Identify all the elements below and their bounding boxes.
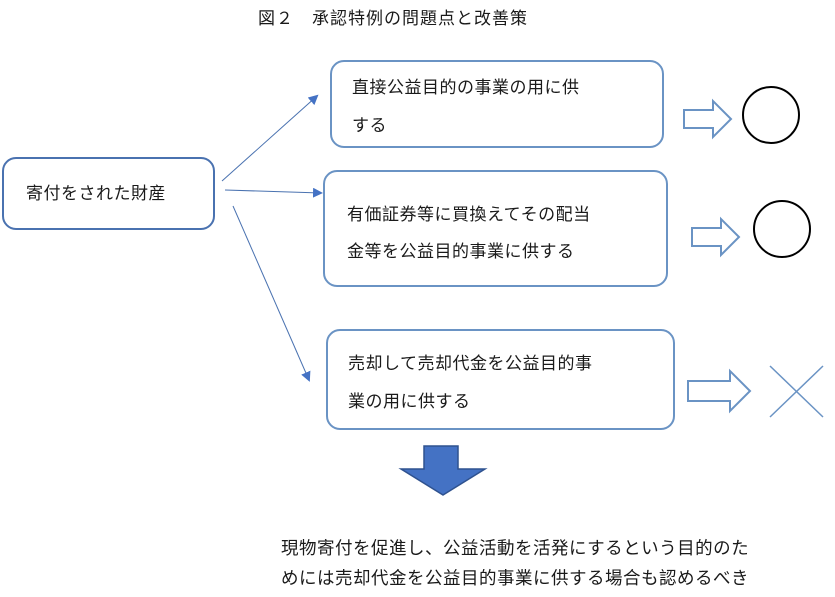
result-circle-icon-1 <box>742 86 800 144</box>
hollow-right-arrow-1 <box>683 98 733 140</box>
option-2-line-2: 金等を公益目的事業に供する <box>347 242 575 262</box>
hollow-right-arrow-2 <box>691 216 741 258</box>
option-2-line-1: 有価証券等に買換えてその配当 <box>347 205 591 225</box>
option-box-securities: 有価証券等に買換えてその配当 金等を公益目的事業に供する <box>323 170 668 287</box>
option-3-line-1: 売却して売却代金を公益目的事 <box>348 354 593 374</box>
source-box: 寄付をされた財産 <box>2 157 215 230</box>
conclusion-text: 現物寄付を促進し、公益活動を活発にするという目的のた めには売却代金を公益目的事… <box>281 534 749 594</box>
conclusion-line-2: めには売却代金を公益目的事業に供する場合も認めるべき <box>281 569 749 589</box>
option-1-line-2: する <box>352 116 387 136</box>
figure-title: 図２ 承認特例の問題点と改善策 <box>258 9 528 29</box>
connector-arrow-1 <box>221 94 319 182</box>
option-3-line-2: 業の用に供する <box>348 392 471 412</box>
conclusion-line-1: 現物寄付を促進し、公益活動を活発にするという目的のた <box>281 539 750 559</box>
source-label: 寄付をされた財産 <box>26 184 166 204</box>
connector-arrow-2 <box>224 187 323 198</box>
connector-arrow-3 <box>232 205 311 382</box>
down-arrow-icon <box>398 445 488 496</box>
result-cross-icon <box>769 365 824 418</box>
hollow-right-arrow-3 <box>687 368 752 414</box>
result-circle-icon-2 <box>753 200 811 258</box>
option-box-direct-use: 直接公益目的の事業の用に供 する <box>330 60 664 148</box>
option-1-line-1: 直接公益目的の事業の用に供 <box>352 78 580 98</box>
option-box-sale-proceeds: 売却して売却代金を公益目的事 業の用に供する <box>326 329 675 430</box>
